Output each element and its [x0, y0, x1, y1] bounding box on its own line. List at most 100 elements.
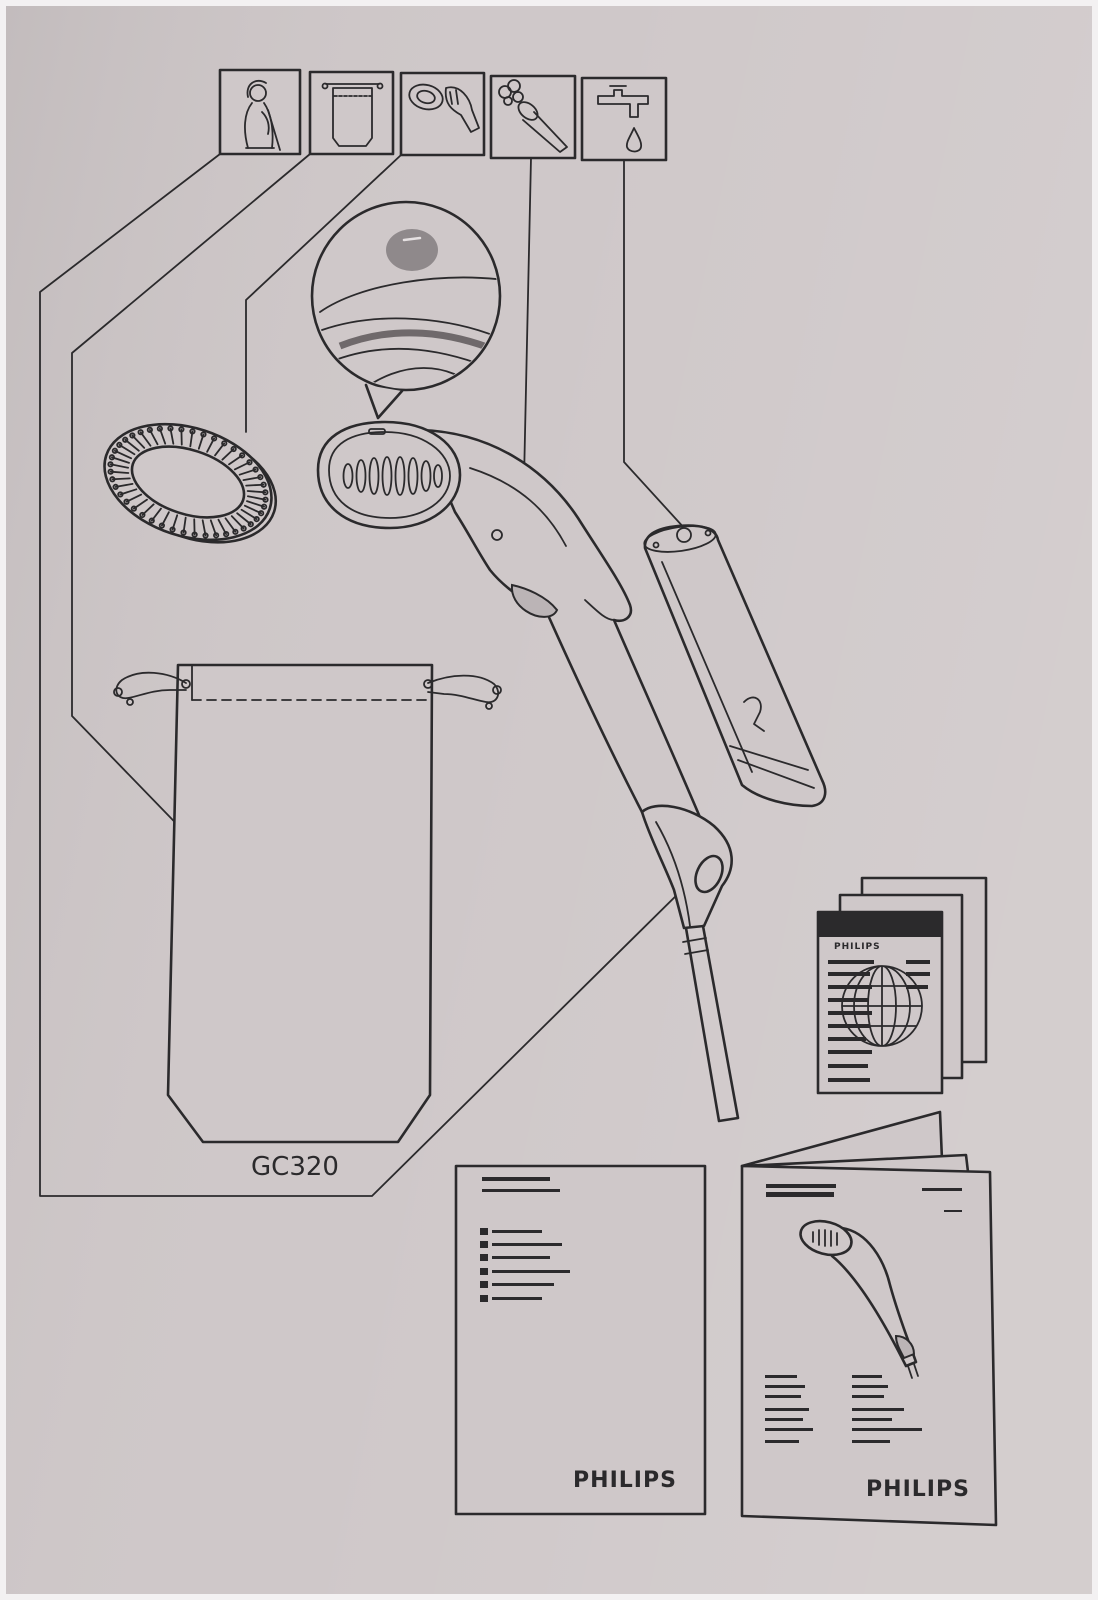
folded-leaflet: PHILIPS — [816, 876, 988, 1095]
brush-bristle-tip — [191, 531, 198, 538]
manual-title-bar — [944, 1210, 962, 1212]
brush-bristle-tip — [178, 426, 185, 433]
brush-bristle-tip — [148, 517, 155, 524]
brush-bristle-tip — [122, 436, 129, 443]
brush-bristle-tip — [223, 531, 230, 538]
icon-box-water — [580, 76, 668, 162]
brush-bristle-tip — [169, 526, 176, 533]
brush-bristle-tip — [156, 425, 163, 432]
leader-to-water-tank — [623, 159, 687, 531]
brush-ring-inner — [130, 445, 246, 519]
brush-bristle-tip — [213, 532, 220, 539]
head-indicator — [368, 428, 386, 435]
tank-body — [643, 524, 827, 808]
tank-cap-pin — [704, 529, 712, 537]
manual-title-bar — [482, 1189, 560, 1192]
leaflet-header-band — [818, 912, 942, 937]
brush-bristle-tip — [189, 428, 196, 435]
brush-bristle-tip — [246, 459, 253, 466]
brush-bristle-tip — [258, 510, 265, 517]
manual-left-brand: PHILIPS — [573, 1468, 677, 1493]
steam-button — [491, 529, 503, 541]
brush-bristle-tip — [200, 431, 207, 438]
brush-bristle-tip — [202, 532, 209, 539]
steam-hose — [682, 924, 740, 1123]
brush-bristle-tip — [253, 516, 260, 523]
tank-clip — [743, 696, 765, 732]
icon-frame — [489, 74, 577, 160]
brush-bristle-tip — [123, 498, 130, 505]
icon-box-pouch — [308, 70, 395, 156]
storage-pouch: GC320 — [113, 663, 502, 1182]
brush-attachment — [103, 422, 278, 544]
steamer — [316, 420, 740, 1123]
steam-nozzle-icon — [498, 79, 568, 153]
steam-head — [316, 420, 462, 530]
magnifier-pointer — [364, 383, 404, 420]
pouch-body — [166, 663, 434, 1144]
brush-bristle-tip — [260, 481, 267, 488]
steam-slot — [420, 460, 432, 492]
person-icon — [244, 79, 281, 151]
icon-frame — [308, 70, 395, 156]
water-tap-icon — [597, 85, 649, 153]
manual-steamer-illustration — [799, 1219, 919, 1379]
brush-bristle-tip — [239, 452, 246, 459]
icon-frame — [218, 68, 302, 156]
handle-cover-edge — [584, 599, 615, 621]
manual-text-lines — [765, 1375, 922, 1443]
leader-to-pouch — [71, 153, 311, 847]
brush-bristle-tip — [260, 503, 268, 510]
brush-attachment-icon — [408, 83, 480, 133]
handle-seam — [469, 467, 567, 547]
brush-bristle-tip — [247, 521, 254, 528]
brush-bristle-tip — [116, 441, 123, 448]
tank-filling-hole — [676, 527, 692, 543]
brush-bristle-tip — [112, 483, 119, 491]
brush-bristle-tip — [230, 445, 237, 453]
user-manual-right: PHILIPS — [740, 1110, 998, 1527]
brush-bristle-tip — [257, 473, 264, 481]
steam-slot — [407, 457, 419, 495]
steam-slots — [342, 456, 443, 496]
brush-bristle-tip — [117, 491, 124, 498]
leaflet-brand: PHILIPS — [834, 942, 881, 952]
brush-bristle-tip — [130, 505, 137, 512]
brush-bristle-tip — [146, 426, 153, 433]
steam-head-rim — [328, 431, 451, 519]
brush-bristle-tip — [107, 461, 114, 468]
brush-bristle-tip — [221, 440, 228, 447]
tank-cap-pin — [652, 541, 660, 549]
indicator-highlight — [402, 236, 422, 242]
connector-release-hole — [694, 854, 724, 894]
user-manual-left: PHILIPS — [454, 1164, 707, 1516]
manual-title-bar — [482, 1177, 550, 1181]
icon-frame — [399, 71, 486, 157]
indicator-dot — [386, 229, 438, 271]
brush-bristle-tip — [232, 528, 239, 535]
leader-to-hose-connector — [39, 153, 691, 1197]
steam-trigger — [510, 583, 559, 618]
brush-bristle-tip — [252, 466, 259, 473]
manual-language-list — [480, 1228, 570, 1302]
icon-box-steam — [489, 74, 577, 160]
brush-bristle-tip — [109, 476, 116, 483]
brush-bristles — [107, 425, 269, 539]
brush-bristle-tip — [167, 425, 174, 432]
manual-title-bar — [766, 1192, 834, 1197]
brush-bristle-tip — [108, 454, 116, 461]
manual-cover — [454, 1164, 707, 1516]
tank-edge-line — [661, 561, 753, 773]
leader-lines — [39, 153, 691, 1197]
brush-bristle-tip — [107, 468, 114, 475]
water-tank — [643, 524, 827, 808]
steam-slot — [355, 459, 367, 493]
steam-slot — [368, 457, 380, 495]
connector-seam — [655, 821, 691, 927]
steam-slot — [394, 456, 406, 496]
pouch-drawstring-left — [113, 671, 191, 706]
pouch-drawstring-right — [423, 674, 502, 710]
manual-cover — [740, 1164, 998, 1527]
